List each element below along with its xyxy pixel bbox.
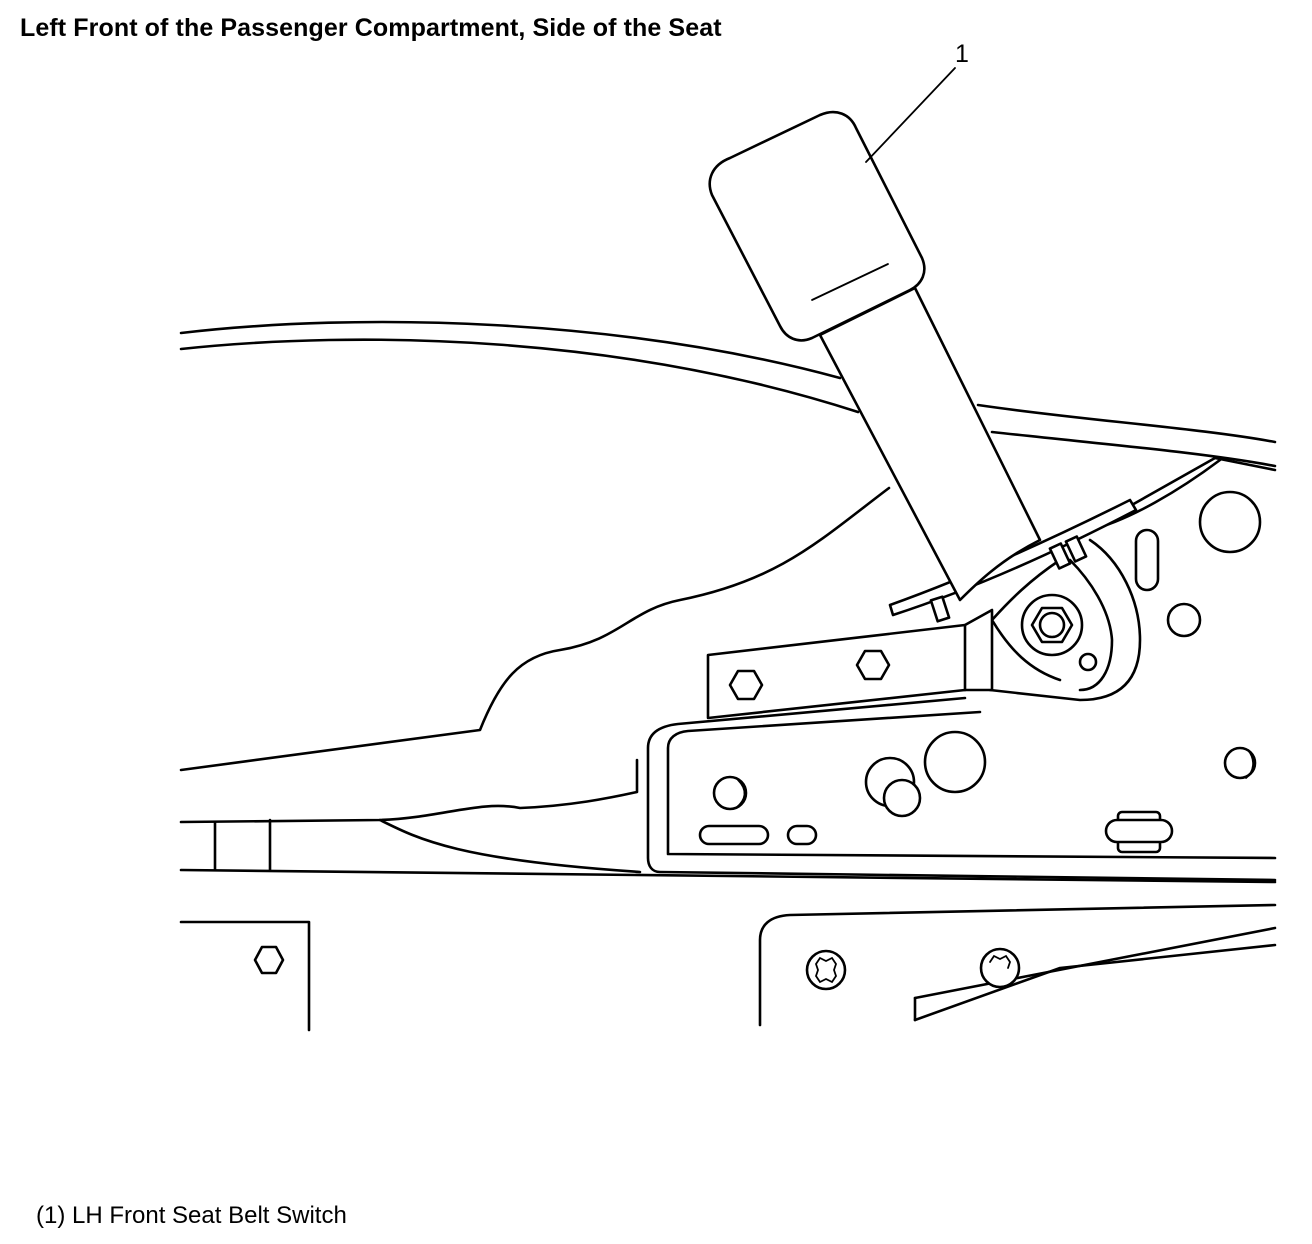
diagram-title: Left Front of the Passenger Compartment,… <box>20 14 722 42</box>
legend-label: LH Front Seat Belt Switch <box>72 1202 347 1229</box>
legend-item: (1) LH Front Seat Belt Switch <box>36 1202 347 1230</box>
hex-bolt-icon <box>855 649 891 681</box>
seat-rail <box>646 696 1277 882</box>
buckle-strap-plate <box>706 608 994 720</box>
seat-trim-contour <box>179 486 891 772</box>
lower-seat-lines <box>179 758 1277 884</box>
buckle-mount-bracket <box>988 456 1277 702</box>
lower-left-bracket <box>179 920 311 1032</box>
rivet-icon <box>1223 746 1257 780</box>
small-slot-icon <box>786 824 818 846</box>
hole-icon <box>712 775 748 811</box>
legend-number: (1) <box>36 1202 66 1229</box>
small-pin-icon <box>1078 652 1098 672</box>
bracket-small-hole-icon <box>1166 602 1202 638</box>
torx-screw-icon <box>805 949 847 991</box>
grommet-icon <box>1104 810 1174 854</box>
bracket-slot-icon <box>1134 528 1160 592</box>
callout-number: 1 <box>955 40 969 68</box>
round-hole-icon <box>923 730 987 794</box>
pin-head-icon <box>882 778 922 818</box>
slot-icon <box>698 824 770 846</box>
callout-1: 1 <box>865 40 969 163</box>
hex-bolt-icon <box>253 945 285 975</box>
seat-cushion-lines <box>179 320 1277 468</box>
torx-screw-icon <box>979 947 1021 989</box>
lower-right-plate <box>758 903 1277 1027</box>
hex-bolt-icon <box>728 669 764 701</box>
bracket-hole-icon <box>1198 490 1262 554</box>
seat-belt-buckle <box>708 110 1042 602</box>
